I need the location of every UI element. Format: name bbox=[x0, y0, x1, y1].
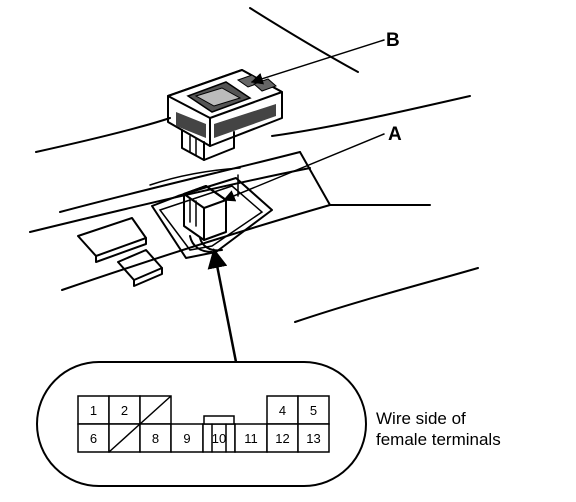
caption-line-1: Wire side of bbox=[376, 409, 466, 428]
arrow-to-b bbox=[250, 39, 385, 85]
callout-b: B bbox=[386, 30, 400, 51]
unused-cavity-7 bbox=[108, 423, 141, 453]
terminal-9: 9 bbox=[183, 431, 190, 446]
terminal-10: 10 bbox=[212, 431, 226, 446]
switch-assembly-b bbox=[167, 69, 283, 161]
terminal-2: 2 bbox=[121, 403, 128, 418]
leader-arrows bbox=[207, 39, 385, 363]
console-button-large bbox=[77, 217, 147, 263]
unused-cavity-3 bbox=[139, 395, 172, 425]
terminal-1: 1 bbox=[90, 403, 97, 418]
connector-face: 1 2 4 5 6 8 9 10 11 12 13 bbox=[36, 361, 367, 487]
terminal-8: 8 bbox=[152, 431, 159, 446]
terminal-12: 12 bbox=[275, 431, 289, 446]
terminal-4: 4 bbox=[279, 403, 286, 418]
terminal-11: 11 bbox=[244, 431, 258, 446]
console-panel bbox=[29, 7, 479, 323]
terminal-6: 6 bbox=[90, 431, 97, 446]
terminal-5: 5 bbox=[310, 403, 317, 418]
callout-a: A bbox=[388, 124, 402, 145]
arrow-to-connector bbox=[207, 248, 238, 363]
caption-line-2: female terminals bbox=[376, 430, 501, 449]
arrow-to-a bbox=[222, 133, 385, 202]
locking-tab bbox=[203, 415, 235, 425]
terminal-13: 13 bbox=[306, 431, 320, 446]
console-button-small bbox=[117, 249, 163, 287]
